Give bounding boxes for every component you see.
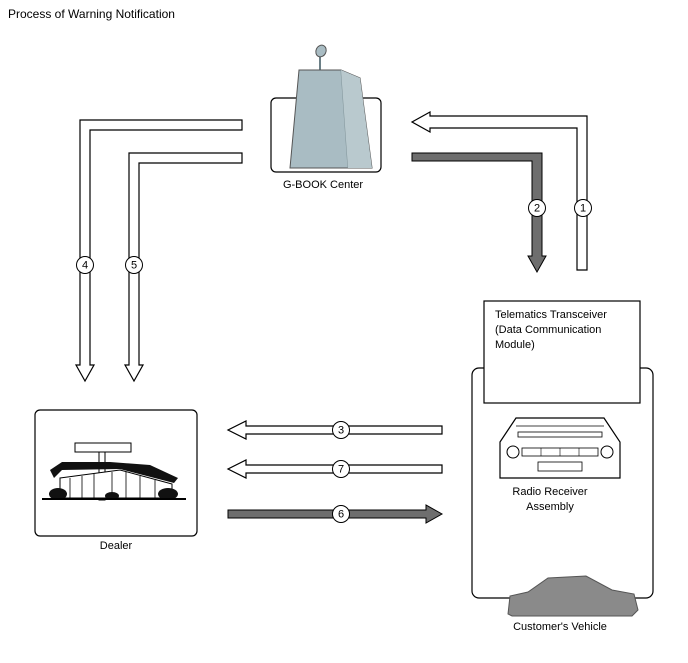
step-number-3: 3 [338,425,344,437]
gbook-center-node: G-BOOK Center [270,44,382,191]
step-badge-4: 4 [76,256,94,274]
arrow-step-1 [410,110,588,271]
transceiver-label-line-3: Module) [495,339,535,351]
step-number-1: 1 [580,203,586,215]
diagram-title: Process of Warning Notification [8,7,175,21]
radio-receiver-icon [499,417,621,479]
step-badge-5: 5 [125,256,143,274]
arrow-step-4 [74,119,243,383]
dealer-label: Dealer [100,540,133,552]
satellite-antenna-icon [315,44,327,70]
step-number-7: 7 [338,464,344,476]
arrow-step-2 [411,152,547,274]
dealer-node: Dealer [34,409,198,552]
radio-label-line-1: Radio Receiver [512,486,588,498]
telematics-transceiver-node: Telematics Transceiver (Data Communicati… [483,300,641,404]
car-icon [507,575,639,617]
transceiver-label-line-2: (Data Communication [495,324,601,336]
step-number-2: 2 [534,203,540,215]
customer-vehicle-label: Customer's Vehicle [513,621,607,633]
radio-label-line-2: Assembly [526,501,574,513]
step-badge-3: 3 [332,421,350,439]
step-badge-1: 1 [574,199,592,217]
step-number-6: 6 [338,509,344,521]
radio-receiver-node: Radio Receiver Assembly [499,417,621,513]
step-number-5: 5 [131,260,137,272]
step-badge-2: 2 [528,199,546,217]
gbook-center-label: G-BOOK Center [283,179,363,191]
step-badge-7: 7 [332,460,350,478]
gbook-building-icon [289,69,373,169]
transceiver-label-line-1: Telematics Transceiver [495,309,607,321]
step-number-4: 4 [82,260,88,272]
dealer-building-icon [42,442,186,501]
step-badge-6: 6 [332,505,350,523]
